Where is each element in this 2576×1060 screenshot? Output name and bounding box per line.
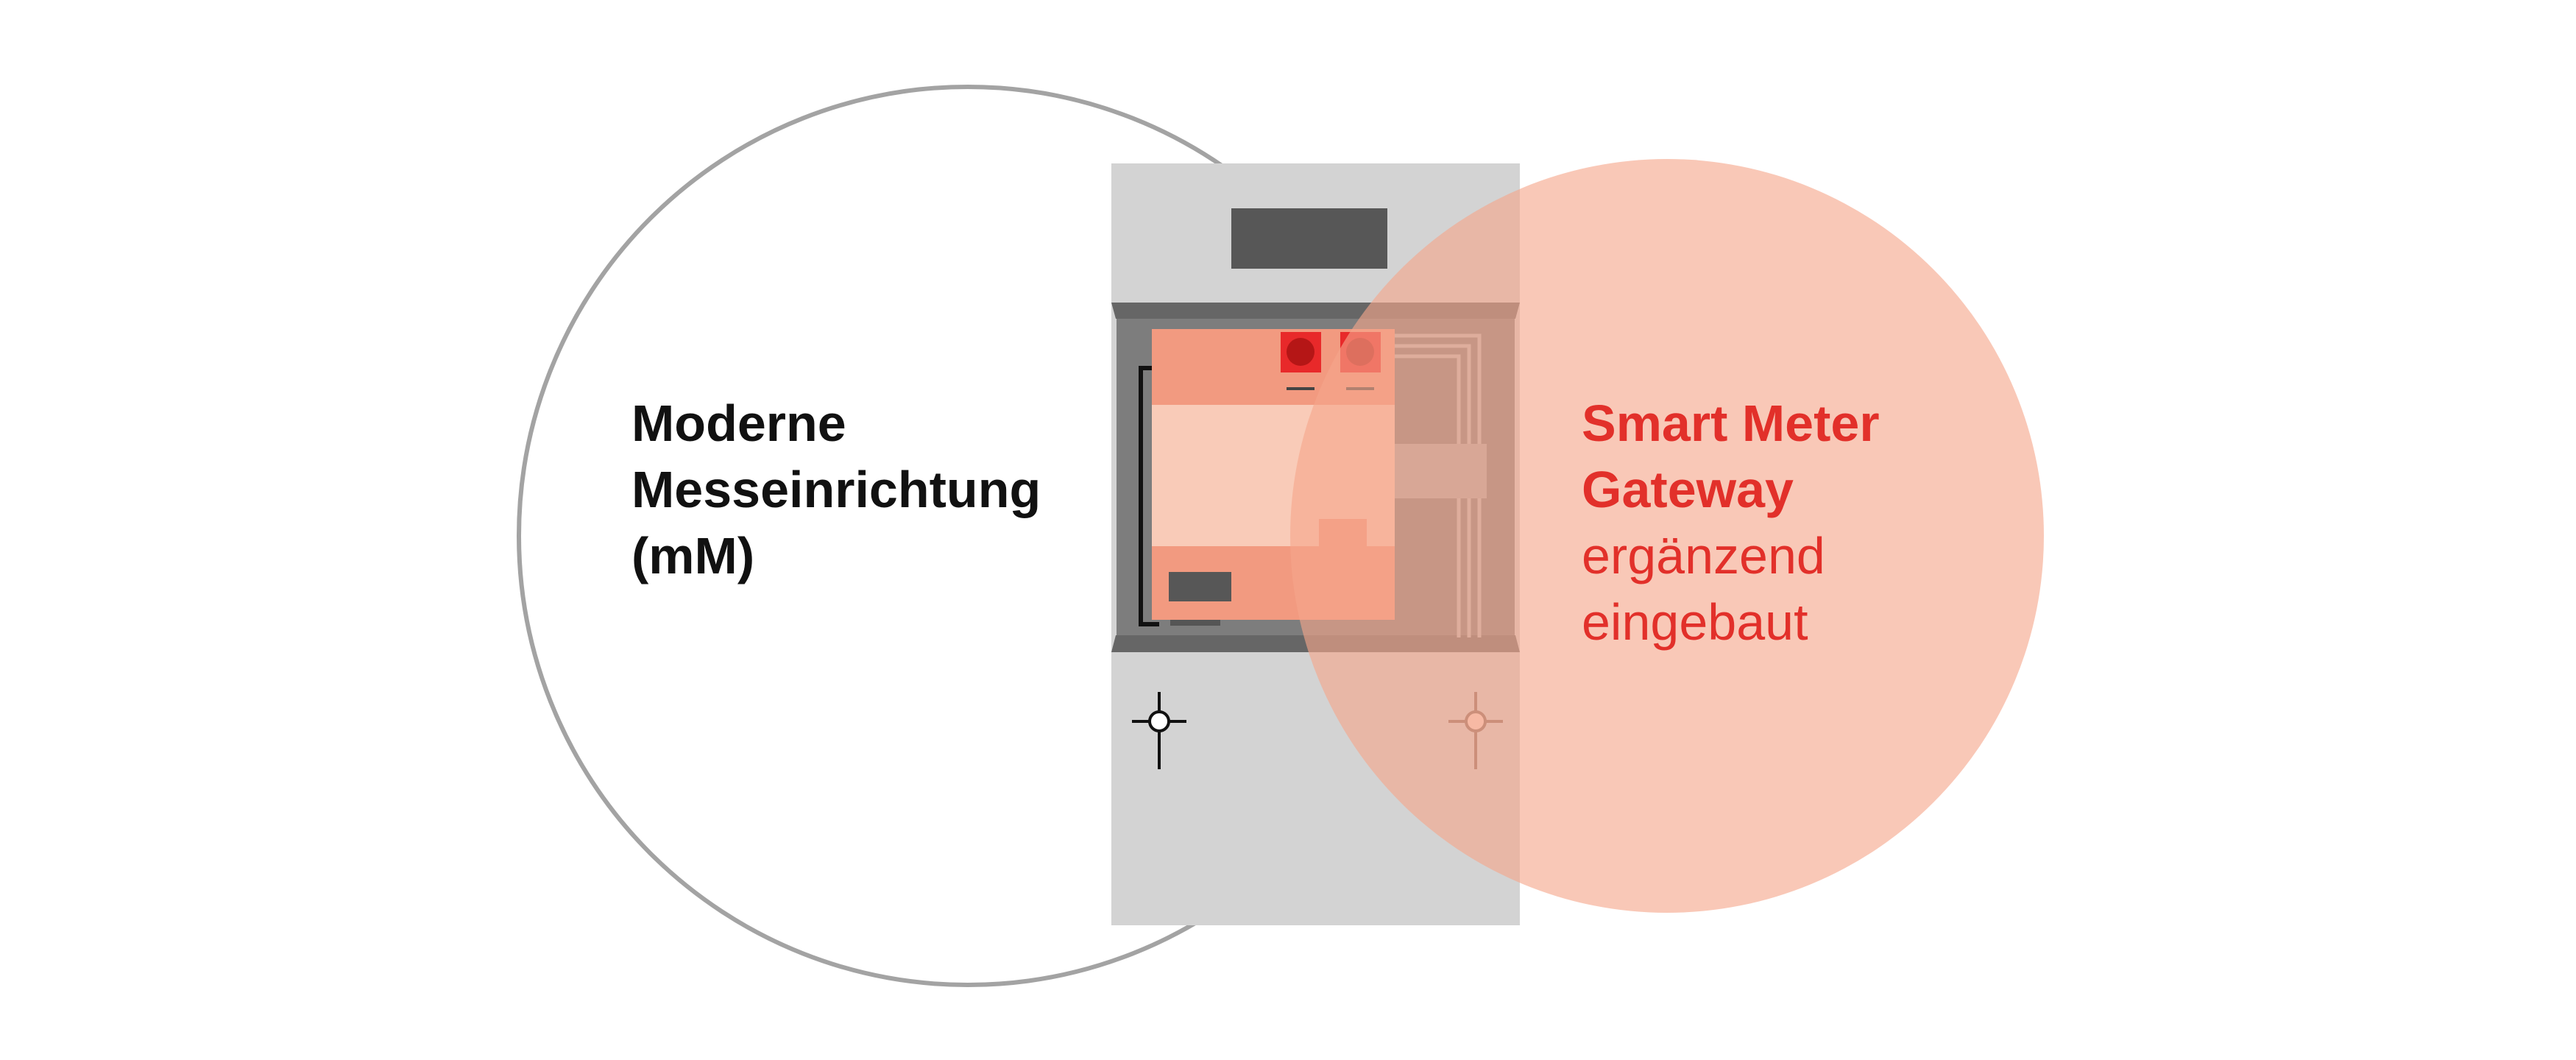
seal-crosshair-left <box>1132 692 1186 769</box>
left-bracket <box>1139 366 1159 626</box>
right-label-line-2: Gateway <box>1582 461 1794 518</box>
led-indicator-1 <box>1287 338 1314 366</box>
right-label-line-3: ergänzend <box>1582 527 1825 584</box>
left-label-line-1: Moderne <box>631 395 846 452</box>
left-label-line-3: (mM) <box>631 527 755 584</box>
smart-meter-gateway-label: Smart Meter Gateway ergänzend eingebaut <box>1582 390 1880 655</box>
cabinet-top-display <box>1231 208 1387 269</box>
right-label-line-1: Smart Meter <box>1582 395 1880 452</box>
right-label-line-4: eingebaut <box>1582 593 1808 651</box>
smart-meter-gateway-circle <box>1290 159 2044 913</box>
modern-meter-label: Moderne Messeinrichtung (mM) <box>631 390 1041 589</box>
meter-display <box>1169 572 1231 601</box>
left-label-line-2: Messeinrichtung <box>631 461 1041 518</box>
